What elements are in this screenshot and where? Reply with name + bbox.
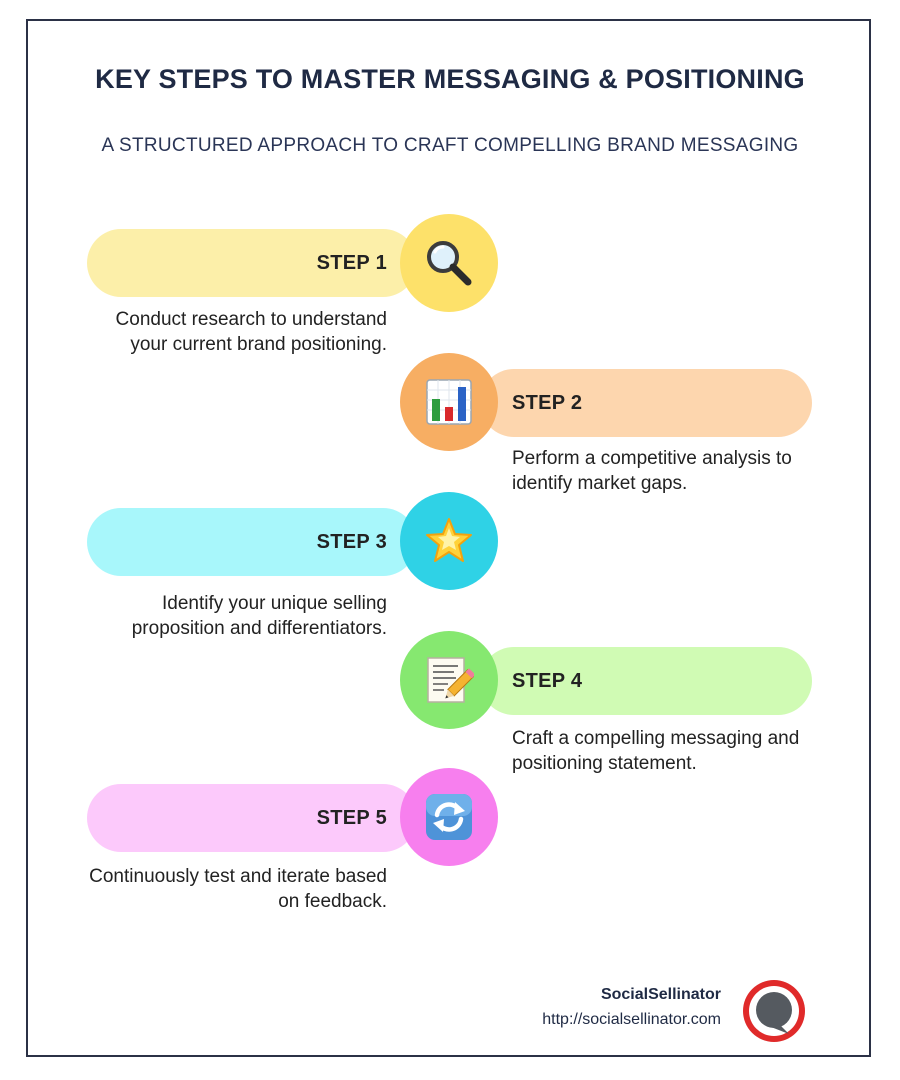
step-1-description: Conduct research to understand your curr… xyxy=(115,309,387,355)
step-3-pill: STEP 3 xyxy=(87,508,417,576)
step-5-description: Continuously test and iterate based on f… xyxy=(89,866,387,912)
step-4-description: Craft a compelling messaging and positio… xyxy=(512,728,800,774)
bar-chart-icon xyxy=(426,379,472,425)
step-2-pill: STEP 2 xyxy=(480,369,812,437)
page-subtitle: A STRUCTURED APPROACH TO CRAFT COMPELLIN… xyxy=(101,135,799,156)
step-3-badge xyxy=(400,492,498,590)
step-5-badge xyxy=(400,768,498,866)
step-5-pill: STEP 5 xyxy=(87,784,417,852)
step-2-label: STEP 2 xyxy=(512,392,583,414)
step-1-label: STEP 1 xyxy=(316,252,387,274)
page-title: KEY STEPS TO MASTER MESSAGING & POSITION… xyxy=(95,64,805,94)
brand-url[interactable]: http://socialsellinator.com xyxy=(542,1011,721,1028)
step-1-pill: STEP 1 xyxy=(87,229,417,297)
step-3-label: STEP 3 xyxy=(316,531,387,553)
socialsellinator-logo-icon xyxy=(743,980,805,1042)
step-2-badge xyxy=(400,353,498,451)
step-3-description: Identify your unique selling proposition… xyxy=(131,593,387,639)
step-4-badge xyxy=(400,631,498,729)
step-5-label: STEP 5 xyxy=(316,807,387,829)
refresh-arrows-icon xyxy=(426,794,472,840)
memo-pencil-icon xyxy=(427,657,474,703)
glowing-star-icon xyxy=(426,518,472,562)
step-1-badge xyxy=(400,214,498,312)
step-4-label: STEP 4 xyxy=(512,670,583,692)
step-4-pill: STEP 4 xyxy=(480,647,812,715)
brand-name: SocialSellinator xyxy=(600,986,721,1003)
magnifying-glass-icon xyxy=(427,241,472,286)
step-2-description: Perform a competitive analysis to identi… xyxy=(512,448,792,494)
